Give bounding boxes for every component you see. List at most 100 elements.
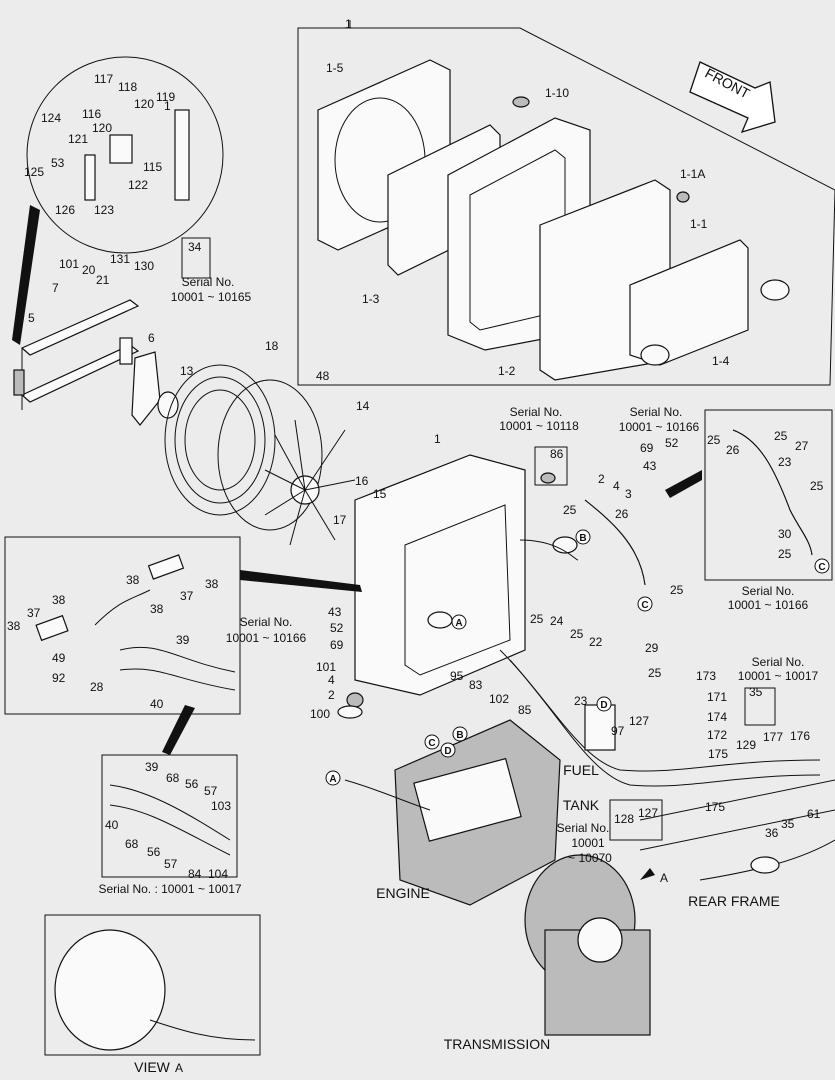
part-callout: 40 (105, 818, 119, 832)
serial-box-34 (181, 237, 211, 279)
part-callout: 68 (166, 771, 180, 785)
cap-86 (540, 472, 556, 484)
part-callout: 116 (82, 107, 101, 121)
intercooler (629, 239, 790, 366)
part-callout: 26 (615, 507, 629, 521)
annotation-text: 10001 (571, 836, 605, 850)
annotation-text: 10001 ~ 10118 (499, 419, 579, 433)
part-callout: 1-2 (498, 364, 516, 378)
serial-box-86 (534, 446, 568, 486)
part-callout: 25 (774, 429, 788, 443)
part-callout: 131 (110, 252, 130, 266)
part-callout: 5 (28, 311, 35, 325)
part-callout: 48 (316, 369, 330, 383)
part-callout: 83 (469, 678, 483, 692)
part-callout: 128 (614, 812, 634, 826)
rear-frame (639, 779, 835, 881)
part-callout: 52 (330, 621, 344, 635)
connection-marker: B (575, 529, 591, 545)
view-a-hose (149, 1019, 256, 1041)
part-callout: 130 (134, 259, 154, 273)
part-callout: 16 (355, 474, 369, 488)
annotation-text: 10001 ~ 10165 (171, 290, 252, 304)
annotation-text: ~ 10070 (568, 851, 612, 865)
detail-box-left (4, 536, 241, 715)
fuel-tank-inlet (584, 704, 616, 751)
part-callout: 100 (310, 707, 330, 721)
part-callout: 38 (52, 593, 66, 607)
mounting-plate (13, 299, 140, 410)
part-callout: 1-1A (680, 167, 705, 181)
annotation-text: 10001 ~ 10166 (728, 598, 809, 612)
fan-blade (264, 419, 356, 546)
svg-text:B: B (456, 730, 463, 741)
part-callout: 25 (670, 583, 684, 597)
part-callout: 1 (164, 99, 171, 113)
part-callout: 104 (208, 867, 228, 881)
annotation-text: A (660, 871, 668, 885)
part-callout: 25 (707, 433, 721, 447)
part-callout: 175 (705, 800, 725, 814)
line-39 (109, 784, 231, 841)
detail-box-right (704, 409, 833, 581)
part-callout: 92 (52, 671, 66, 685)
part-callout: 18 (265, 339, 279, 353)
line-40 (109, 804, 231, 856)
part-callout: 1-5 (326, 61, 344, 75)
part-callout: 56 (185, 777, 199, 791)
part-callout: 69 (640, 441, 654, 455)
annotation-text: TRANSMISSION (444, 1036, 551, 1052)
part-callout: 121 (68, 132, 88, 146)
part-callout: 43 (643, 459, 657, 473)
view-a-arrow (640, 868, 655, 880)
svg-text:C: C (818, 562, 825, 573)
connection-marker: C (637, 596, 653, 612)
part-callout: 57 (164, 857, 178, 871)
part-callout: 120 (134, 97, 154, 111)
part-callout: 37 (180, 589, 194, 603)
connection-marker: B (452, 726, 468, 742)
part-callout: 34 (188, 240, 202, 254)
part-callout: 25 (563, 503, 577, 517)
annotation-text: FUEL (563, 762, 599, 778)
detail-pointer-right (665, 470, 702, 498)
part-callout: 126 (55, 203, 75, 217)
part-callout: 173 (696, 669, 716, 683)
part-callout: 4 (328, 673, 335, 687)
part-callout: 25 (648, 666, 662, 680)
part-callout: 1-4 (712, 354, 730, 368)
bracket-block (109, 134, 133, 164)
part-callout: 4 (613, 479, 620, 493)
connection-marker: D (596, 696, 612, 712)
connection-marker: C (814, 558, 830, 574)
fan-ring (217, 379, 323, 531)
part-callout: 21 (96, 273, 110, 287)
part-callout: 39 (176, 633, 190, 647)
part-callout: 43 (328, 605, 342, 619)
annotation-text: ENGINE (376, 885, 430, 901)
part-callout: 174 (707, 710, 727, 724)
annotation-text: Serial No. (630, 405, 683, 419)
annotation-text: 10001 ~ 10166 (619, 420, 700, 434)
part-callout: 102 (489, 692, 509, 706)
part-callout: 127 (629, 714, 649, 728)
detail-pointer (12, 205, 40, 345)
engine (344, 719, 561, 906)
part-callout: 25 (530, 612, 544, 626)
part-callout: 25 (810, 479, 824, 493)
part-callout: 15 (373, 487, 387, 501)
part-callout: 124 (41, 111, 61, 125)
oil-cooler-lines (35, 554, 236, 691)
part-callout: 38 (205, 577, 219, 591)
part-callout: 1 (434, 432, 441, 446)
part-callout: 26 (726, 443, 740, 457)
annotation-text: 10001 ~ 10017 (738, 669, 819, 683)
part-callout: 3 (625, 487, 632, 501)
part-callout: 23 (574, 694, 588, 708)
part-callout: 175 (708, 747, 728, 761)
part-callout: 84 (188, 867, 202, 881)
part-callout: 103 (211, 799, 231, 813)
annotation-text: Serial No. : 10001 ~ 10017 (98, 882, 241, 896)
connection-marker: A (451, 614, 467, 630)
